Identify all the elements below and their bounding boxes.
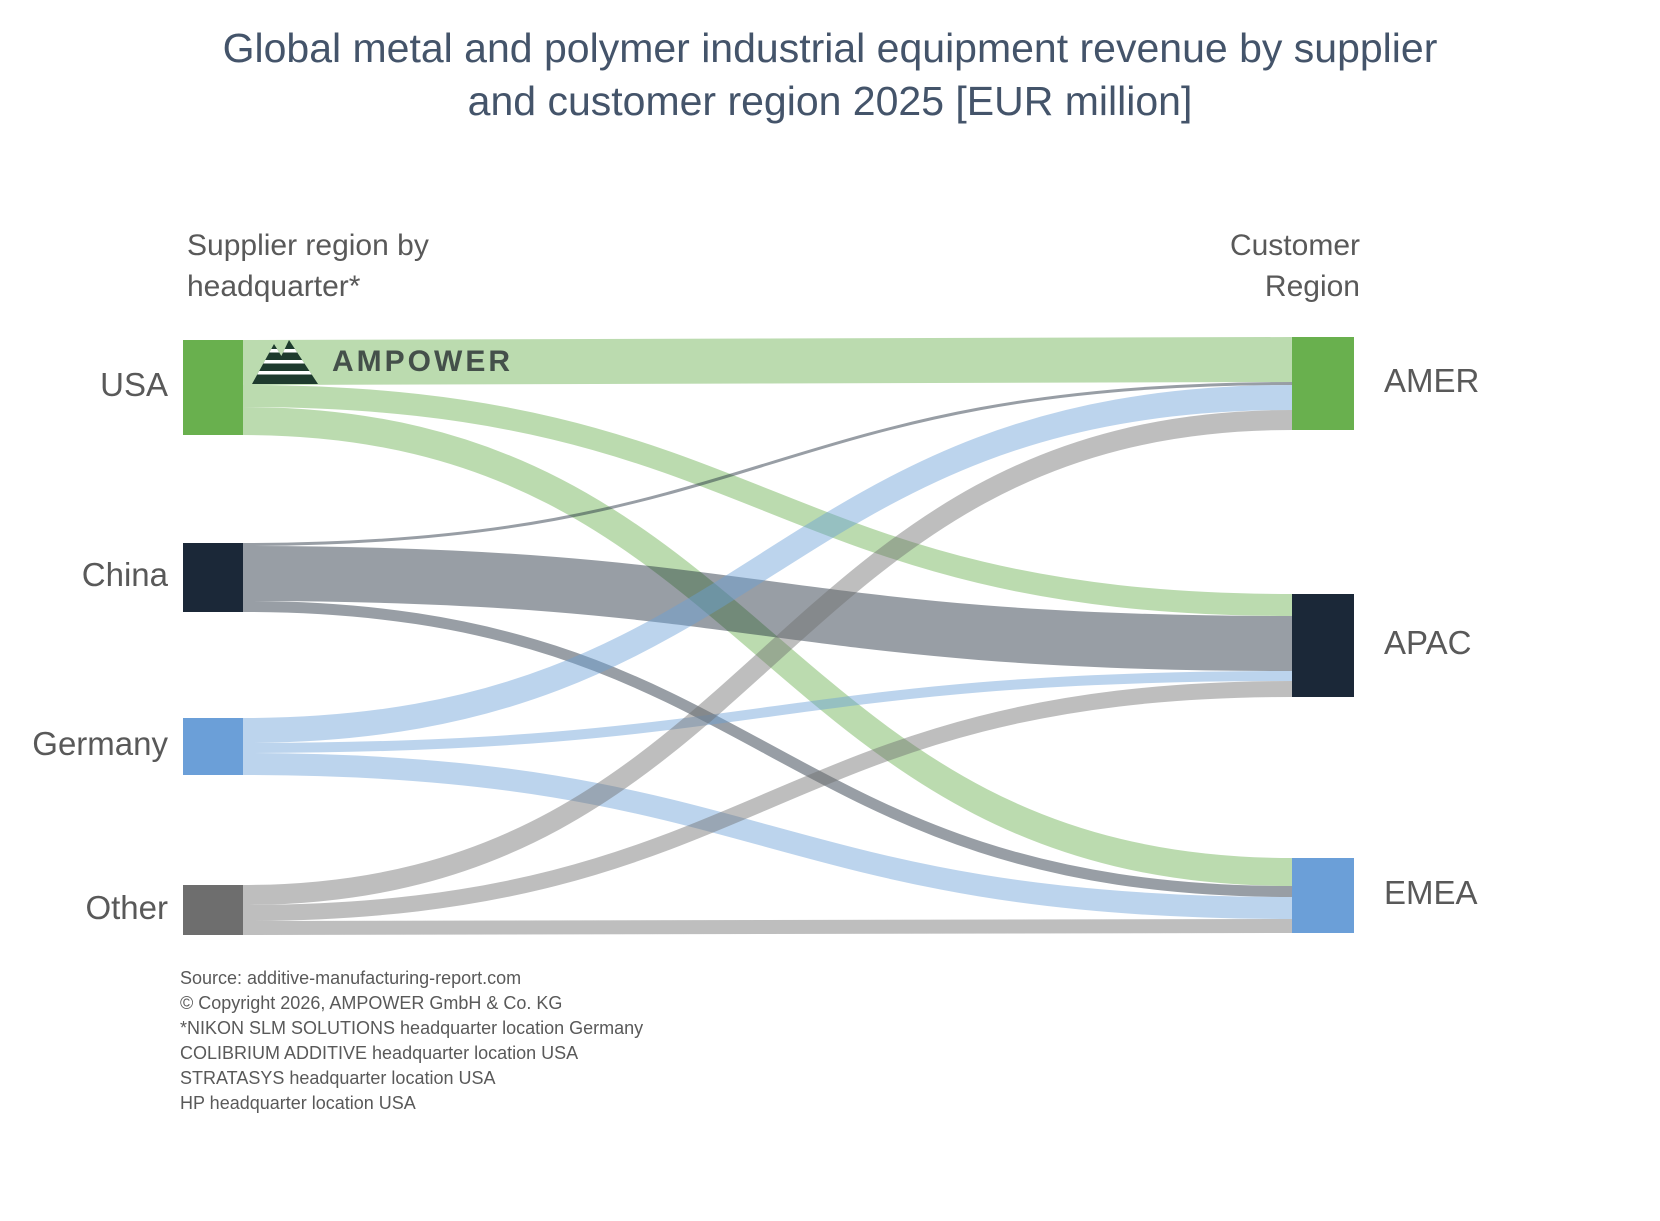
node-amer [1292, 337, 1354, 430]
footnote-nikon: *NIKON SLM SOLUTIONS headquarter locatio… [180, 1018, 644, 1038]
footnote-copyright: © Copyright 2026, AMPOWER GmbH & Co. KG [180, 993, 563, 1013]
flow-other-apac [242, 681, 1293, 921]
node-label-usa: USA [100, 366, 168, 403]
flow-germany-apac [242, 671, 1293, 753]
ampower-logo-icon [252, 340, 318, 384]
node-china [183, 543, 243, 612]
chart-title: Global metal and polymer industrial equi… [80, 22, 1580, 129]
footnote-hp: HP headquarter location USA [180, 1093, 416, 1113]
footnote-source: Source: additive-manufacturing-report.co… [180, 968, 522, 988]
ampower-logo: AMPOWER [252, 340, 513, 384]
footnote-colibrium: COLIBRIUM ADDITIVE headquarter location … [180, 1043, 579, 1063]
node-label-apac: APAC [1384, 624, 1472, 661]
chart-title-line1: Global metal and polymer industrial equi… [222, 25, 1438, 71]
footnotes: Source: additive-manufacturing-report.co… [180, 966, 643, 1116]
node-usa [183, 340, 243, 435]
node-germany [183, 718, 243, 775]
chart-title-line2: and customer region 2025 [EUR million] [467, 78, 1193, 125]
flow-china-apac [242, 546, 1293, 671]
flow-germany-emea [242, 753, 1293, 919]
flow-china-amer [242, 382, 1293, 546]
node-apac [1292, 594, 1354, 697]
flow-germany-amer [242, 385, 1293, 743]
node-label-china: China [81, 556, 168, 593]
supplier-column-header: Supplier region by headquarter* [187, 229, 429, 303]
flow-other-amer [242, 410, 1293, 905]
node-label-emea: EMEA [1384, 874, 1478, 911]
flow-china-emea [242, 601, 1293, 897]
footnote-stratasys: STRATASYS headquarter location USA [180, 1068, 496, 1088]
flow-usa-amer [242, 337, 1293, 385]
node-label-other: Other [85, 889, 168, 926]
node-other [183, 885, 243, 935]
flow-usa-emea [242, 407, 1293, 886]
flow-other-emea [242, 919, 1293, 935]
customer-column-header: Customer Region [1229, 229, 1360, 303]
node-label-amer: AMER [1384, 362, 1480, 399]
node-emea [1292, 858, 1354, 933]
ampower-logo-text: AMPOWER [332, 345, 513, 378]
node-label-germany: Germany [32, 725, 168, 762]
flow-usa-apac [242, 385, 1293, 616]
